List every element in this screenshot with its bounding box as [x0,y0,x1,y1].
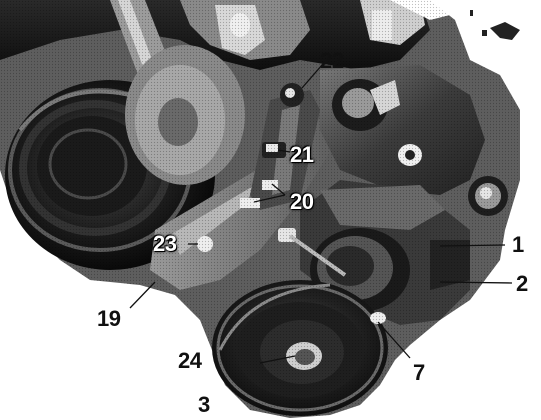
callout-label: 19 [97,306,121,331]
callout-label: 2 [516,271,528,296]
callout-label: 20 [290,189,314,214]
callout-label: 21 [290,142,314,167]
callout-label: 24 [178,348,202,373]
callout-label: 22 [320,48,344,73]
callout-label: 3 [198,392,210,417]
callout-label: 23 [153,231,177,256]
callout-label: 1 [512,232,524,257]
callout-label: 7 [413,360,425,385]
